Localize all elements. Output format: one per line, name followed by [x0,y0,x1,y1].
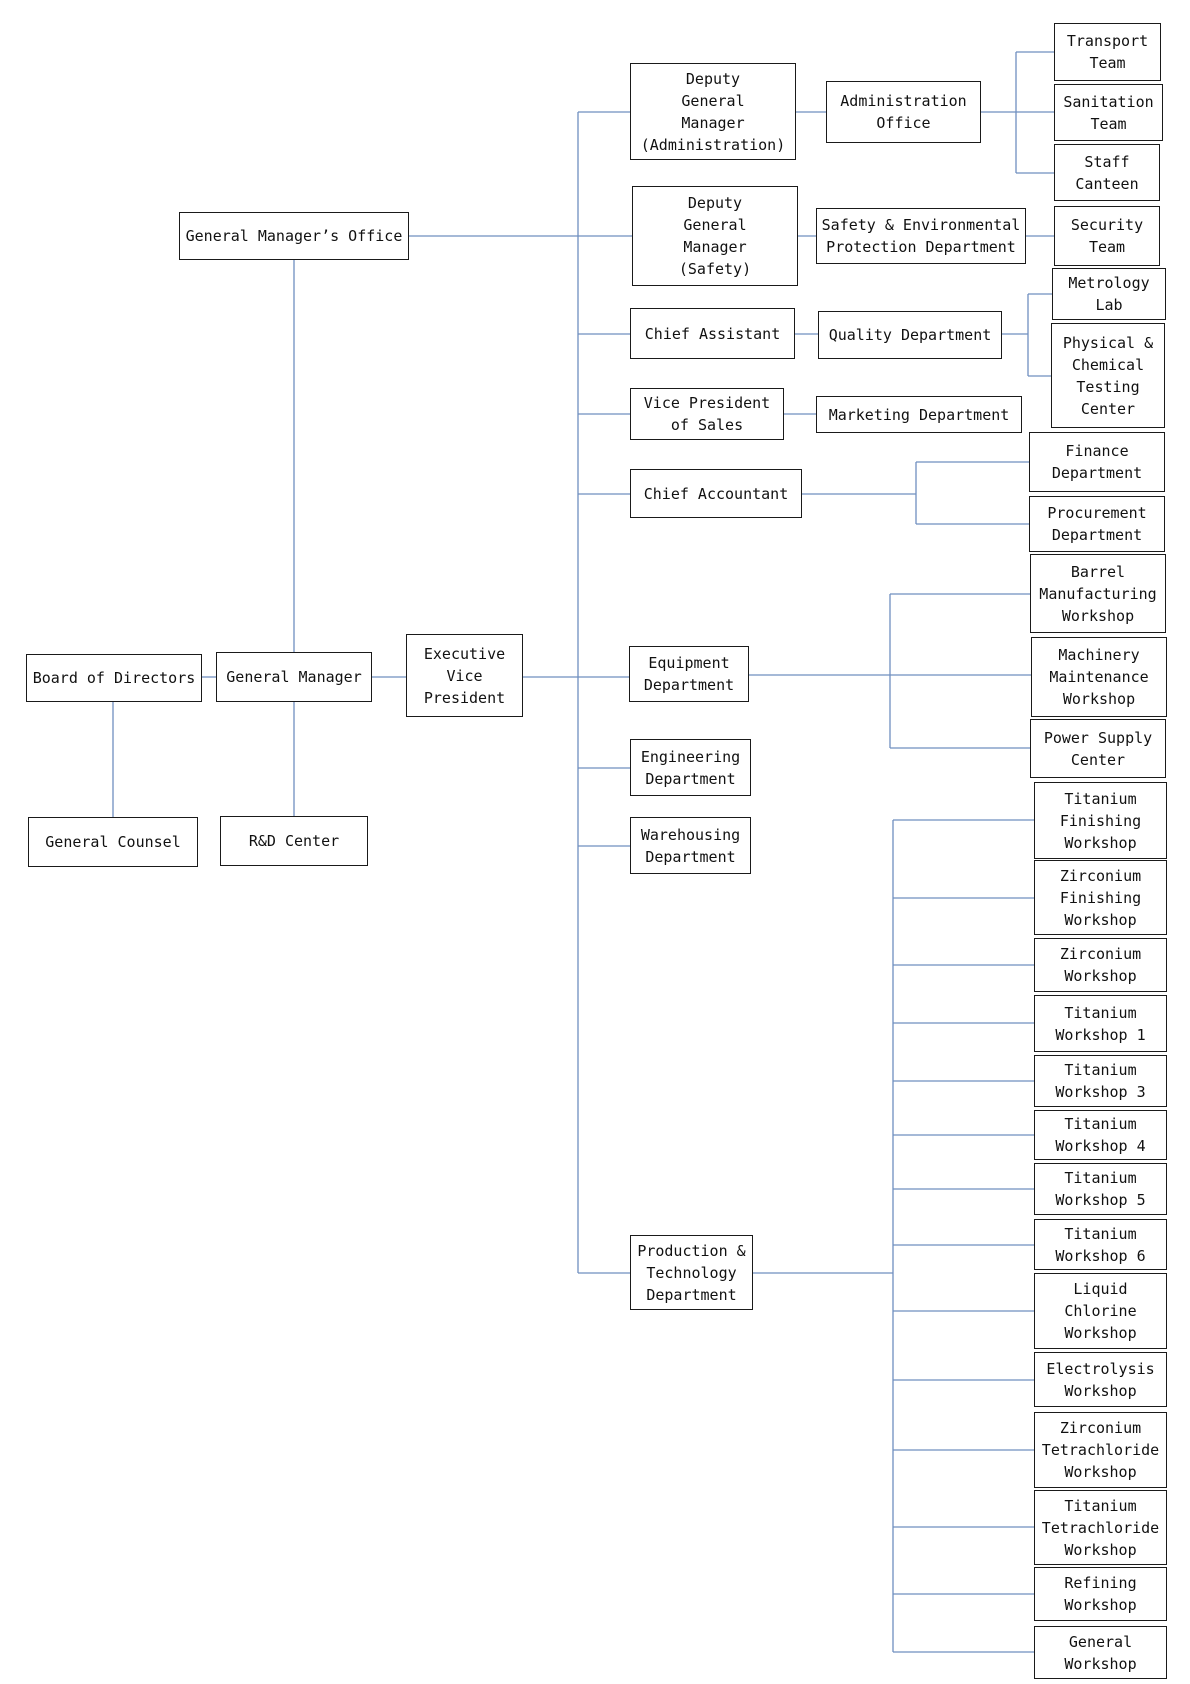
node-dgm-administration: Deputy General Manager (Administration) [630,63,796,160]
node-warehousing-department: Warehousing Department [630,817,751,874]
node-quality-department: Quality Department [818,311,1002,359]
node-zirconium-workshop: Zirconium Workshop [1034,938,1167,992]
node-general-manager: General Manager [216,652,372,702]
node-titanium-tetrachloride-workshop: Titanium Tetrachloride Workshop [1034,1490,1167,1565]
node-marketing-department: Marketing Department [816,396,1022,433]
node-electrolysis-workshop: Electrolysis Workshop [1034,1352,1167,1407]
node-physical-chemical-testing-center: Physical & Chemical Testing Center [1051,323,1165,428]
node-chief-assistant: Chief Assistant [630,308,795,359]
node-staff-canteen: Staff Canteen [1054,144,1160,201]
node-general-workshop: General Workshop [1034,1626,1167,1679]
node-metrology-lab: Metrology Lab [1052,268,1166,320]
node-chief-accountant: Chief Accountant [630,469,802,518]
node-engineering-department: Engineering Department [630,739,751,796]
node-barrel-manufacturing-workshop: Barrel Manufacturing Workshop [1030,554,1166,633]
node-titanium-workshop-1: Titanium Workshop 1 [1034,995,1167,1052]
node-sanitation-team: Sanitation Team [1054,84,1163,141]
node-security-team: Security Team [1054,206,1160,266]
node-finance-department: Finance Department [1029,432,1165,492]
node-general-managers-office: General Manager’s Office [179,212,409,260]
node-titanium-workshop-5: Titanium Workshop 5 [1034,1163,1167,1215]
node-dgm-safety: Deputy General Manager (Safety) [632,186,798,286]
node-board-of-directors: Board of Directors [26,654,202,702]
node-executive-vice-president: Executive Vice President [406,634,523,717]
node-titanium-workshop-6: Titanium Workshop 6 [1034,1219,1167,1270]
node-production-technology-department: Production & Technology Department [630,1235,753,1310]
node-liquid-chlorine-workshop: Liquid Chlorine Workshop [1034,1273,1167,1349]
node-safety-environmental-department: Safety & Environmental Protection Depart… [816,208,1026,264]
node-titanium-finishing-workshop: Titanium Finishing Workshop [1034,782,1167,859]
node-vp-sales: Vice President of Sales [630,388,784,440]
node-equipment-department: Equipment Department [629,646,749,702]
node-titanium-workshop-3: Titanium Workshop 3 [1034,1055,1167,1107]
node-general-counsel: General Counsel [28,817,198,867]
node-zirconium-finishing-workshop: Zirconium Finishing Workshop [1034,860,1167,935]
node-machinery-maintenance-workshop: Machinery Maintenance Workshop [1031,637,1167,717]
node-procurement-department: Procurement Department [1029,496,1165,552]
node-titanium-workshop-4: Titanium Workshop 4 [1034,1110,1167,1160]
node-transport-team: Transport Team [1054,23,1161,81]
node-refining-workshop: Refining Workshop [1034,1567,1167,1621]
node-administration-office: Administration Office [826,81,981,143]
node-rnd-center: R&D Center [220,816,368,866]
node-power-supply-center: Power Supply Center [1030,719,1166,778]
node-zirconium-tetrachloride-workshop: Zirconium Tetrachloride Workshop [1034,1412,1167,1488]
